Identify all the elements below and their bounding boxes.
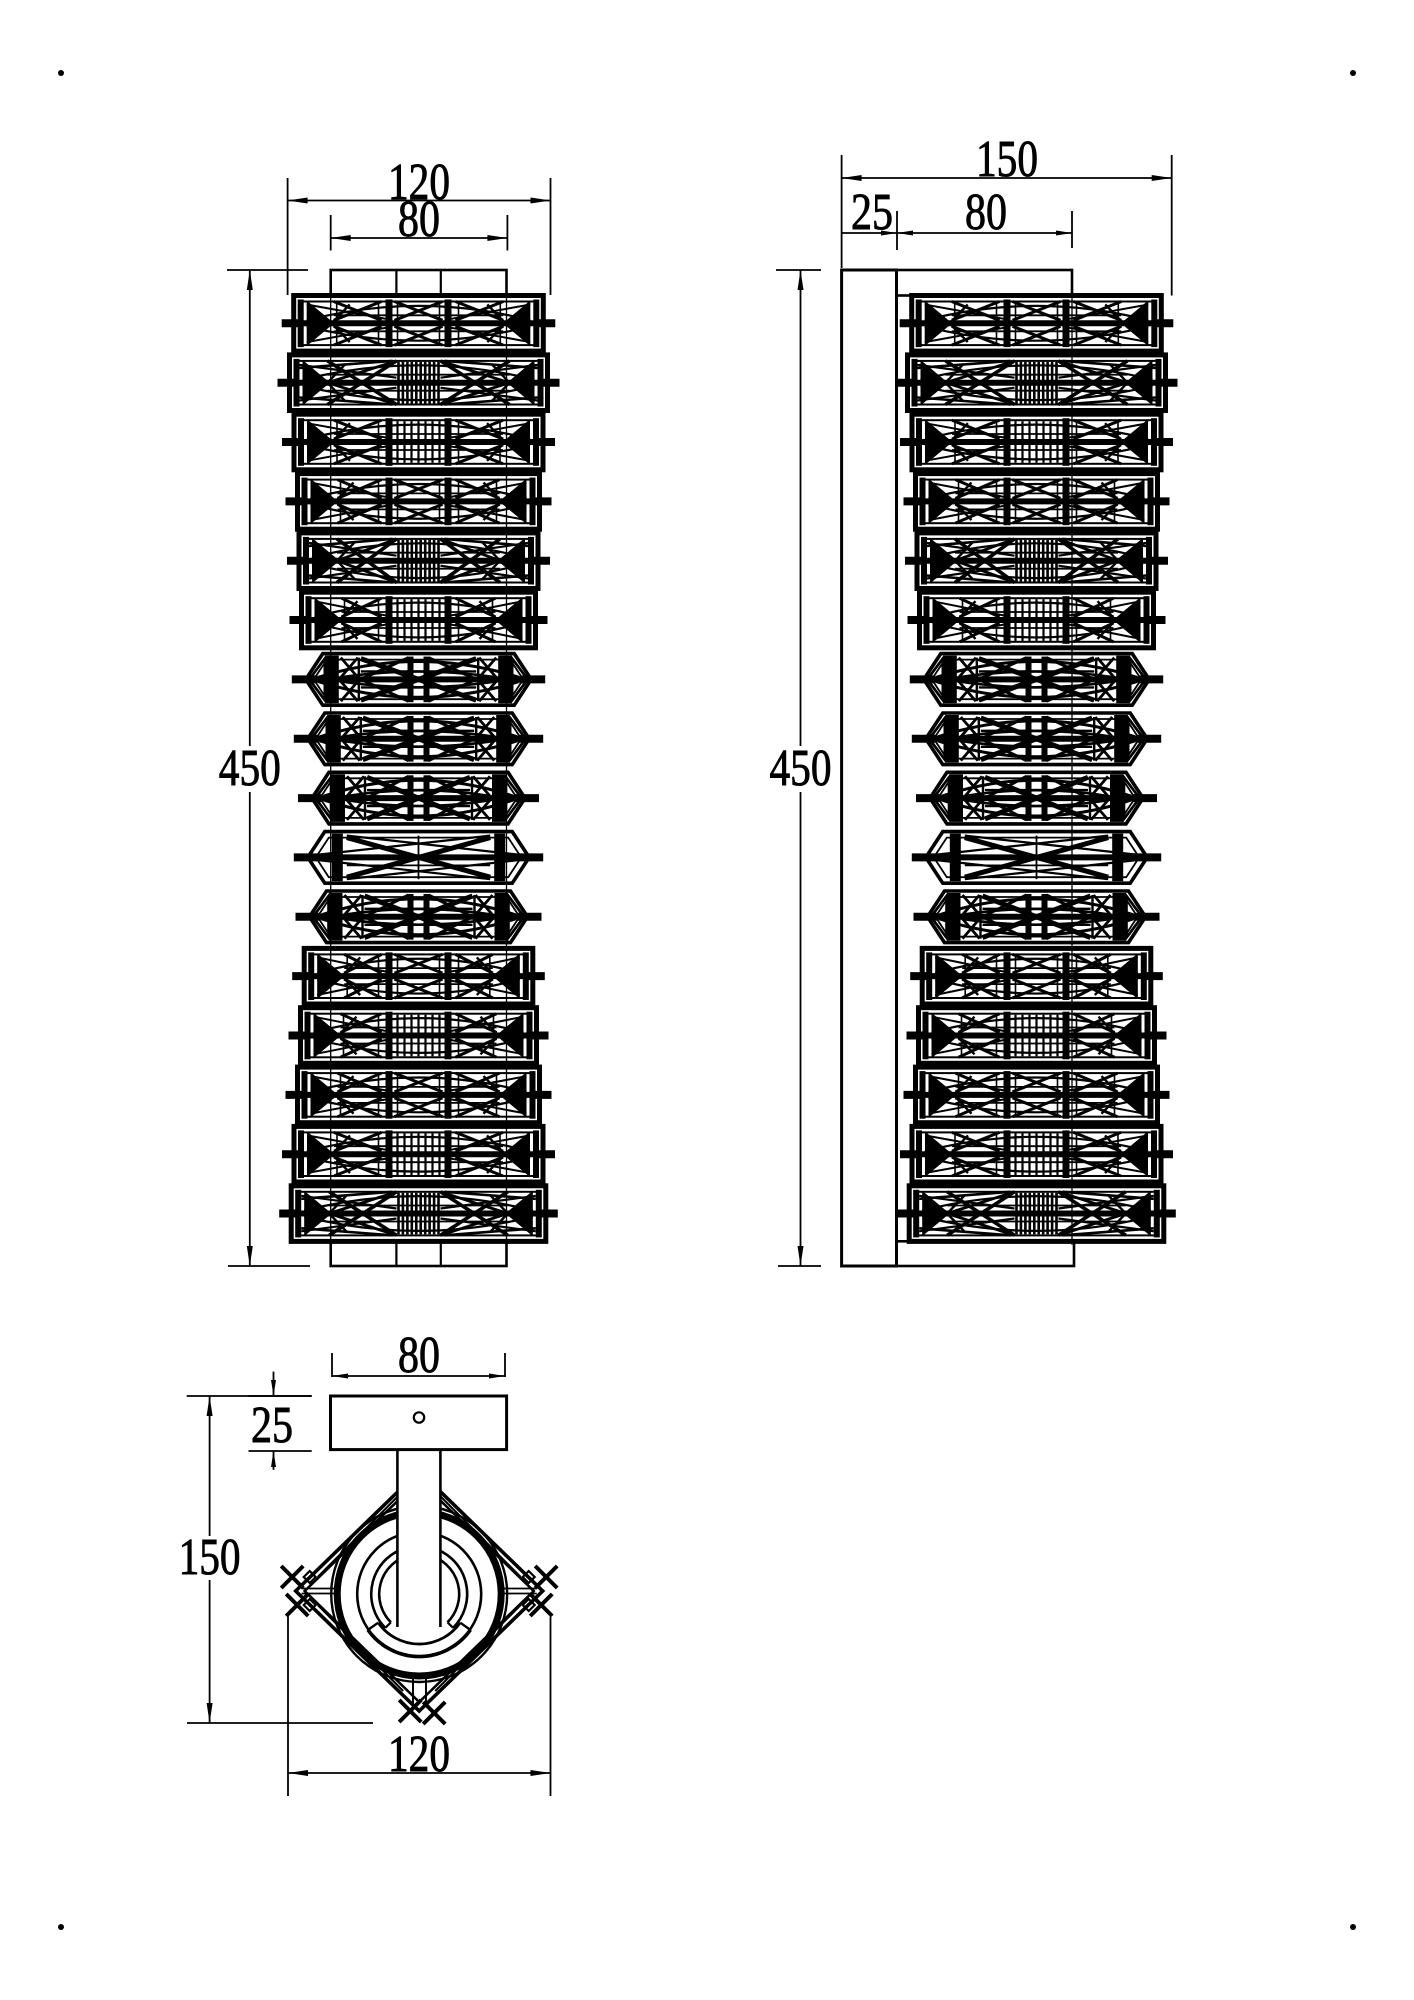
svg-text:120: 120 [388,1726,450,1783]
svg-text:25: 25 [851,184,893,241]
svg-text:450: 450 [770,740,832,797]
svg-text:80: 80 [965,184,1007,241]
svg-text:25: 25 [251,1397,293,1454]
svg-text:150: 150 [976,131,1038,188]
svg-text:450: 450 [219,740,281,797]
svg-text:120: 120 [388,154,450,211]
svg-text:80: 80 [398,1327,440,1384]
svg-text:150: 150 [179,1529,241,1586]
svg-text:80: 80 [398,191,440,248]
